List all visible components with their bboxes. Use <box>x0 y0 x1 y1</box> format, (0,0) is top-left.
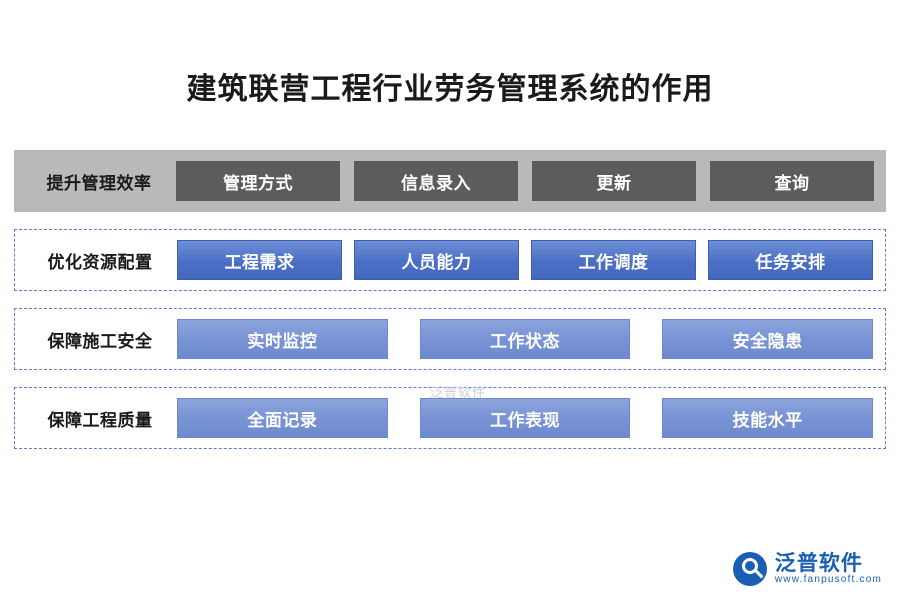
row-cells-3: 实时监控 工作状态 安全隐患 <box>175 309 875 369</box>
cell-4-1[interactable]: 全面记录 <box>177 398 388 438</box>
logo-name-cn: 泛普软件 <box>774 551 863 575</box>
diagram-row-1: 提升管理效率 管理方式 信息录入 更新 查询 <box>14 150 886 212</box>
diagram-rows: 提升管理效率 管理方式 信息录入 更新 查询 优化资源配置 工程需求 人员能力 … <box>0 150 900 449</box>
cell-3-1[interactable]: 实时监控 <box>177 319 388 359</box>
cell-1-2[interactable]: 信息录入 <box>354 161 518 201</box>
brand-logo: 泛普软件 www.fanpusoft.com <box>732 551 882 586</box>
cell-4-3[interactable]: 技能水平 <box>662 398 874 438</box>
page-title: 建筑联营工程行业劳务管理系统的作用 <box>186 73 714 106</box>
diagram-row-2: 优化资源配置 工程需求 人员能力 工作调度 任务安排 <box>14 229 886 291</box>
row-label-4: 保障工程质量 <box>47 410 153 430</box>
magnifier-icon <box>732 552 767 586</box>
row-label-3: 保障施工安全 <box>47 331 153 351</box>
cell-2-3[interactable]: 工作调度 <box>531 240 696 280</box>
cell-3-2[interactable]: 工作状态 <box>419 319 631 359</box>
logo-url: www.fanpusoft.com <box>774 573 882 585</box>
row-cells-1: 管理方式 信息录入 更新 查询 <box>174 150 876 212</box>
diagram-row-4: 保障工程质量 全面记录 工作表现 技能水平 <box>14 387 886 449</box>
cell-2-1[interactable]: 工程需求 <box>177 240 342 280</box>
cell-1-4[interactable]: 查询 <box>710 161 874 201</box>
cell-1-1[interactable]: 管理方式 <box>176 161 340 201</box>
row-cells-4: 全面记录 工作表现 技能水平 <box>175 388 875 448</box>
row-cells-2: 工程需求 人员能力 工作调度 任务安排 <box>175 230 875 290</box>
row-label-1: 提升管理效率 <box>46 173 152 193</box>
logo-text: 泛普软件 www.fanpusoft.com <box>774 551 882 586</box>
row-label-2: 优化资源配置 <box>47 252 153 272</box>
diagram-row-3: 保障施工安全 实时监控 工作状态 安全隐患 <box>14 308 886 370</box>
cell-2-2[interactable]: 人员能力 <box>354 240 519 280</box>
cell-1-3[interactable]: 更新 <box>532 161 696 201</box>
cell-4-2[interactable]: 工作表现 <box>419 398 631 438</box>
cell-3-3[interactable]: 安全隐患 <box>662 319 874 359</box>
cell-2-4[interactable]: 任务安排 <box>708 240 873 280</box>
